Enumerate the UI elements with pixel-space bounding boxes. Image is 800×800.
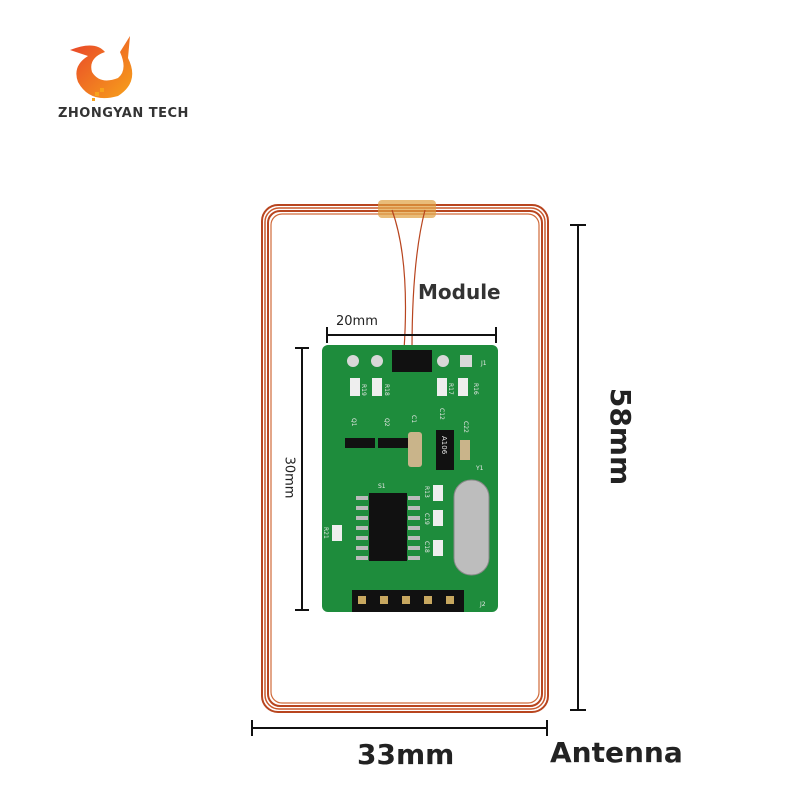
silk-r17: R17	[447, 383, 454, 395]
silk-c1: C1	[410, 415, 417, 423]
module-width-label: 20mm	[336, 314, 378, 329]
antenna-label: Antenna	[550, 736, 683, 769]
antenna-width-label: 33mm	[357, 738, 455, 771]
silk-r21: R21	[322, 527, 329, 539]
brand-logo	[70, 36, 133, 101]
silk-r19: R19	[360, 384, 367, 396]
silk-c18: C18	[423, 541, 430, 553]
antenna-wires	[391, 209, 426, 351]
silk-c22: C22	[462, 421, 469, 433]
silk-j2: J2	[479, 601, 486, 608]
antenna-height-label: 58mm	[604, 387, 638, 486]
module-label: Module	[418, 280, 501, 304]
silk-r18: R18	[383, 384, 390, 396]
dimension-lines	[251, 224, 586, 736]
chip-marking: A106	[440, 436, 448, 455]
silk-r16: R16	[472, 383, 479, 395]
silk-j1: J1	[480, 360, 487, 367]
brand-name: ZHONGYAN TECH	[58, 106, 189, 121]
silk-q1: Q1	[350, 418, 357, 427]
silk-r13: R13	[423, 486, 430, 498]
silk-s1: S1	[378, 483, 386, 490]
module-height-label: 30mm	[281, 456, 297, 499]
silk-c19: C19	[423, 513, 430, 525]
rfid-module-pcb: J1 R19 R18 R17 R16 Q1 Q2 C1 C12 C22 Y1 S…	[322, 345, 498, 612]
silk-y1: Y1	[475, 465, 484, 472]
silk-q2: Q2	[383, 418, 390, 427]
silk-c12: C12	[438, 408, 445, 420]
coil-tape	[378, 200, 436, 218]
